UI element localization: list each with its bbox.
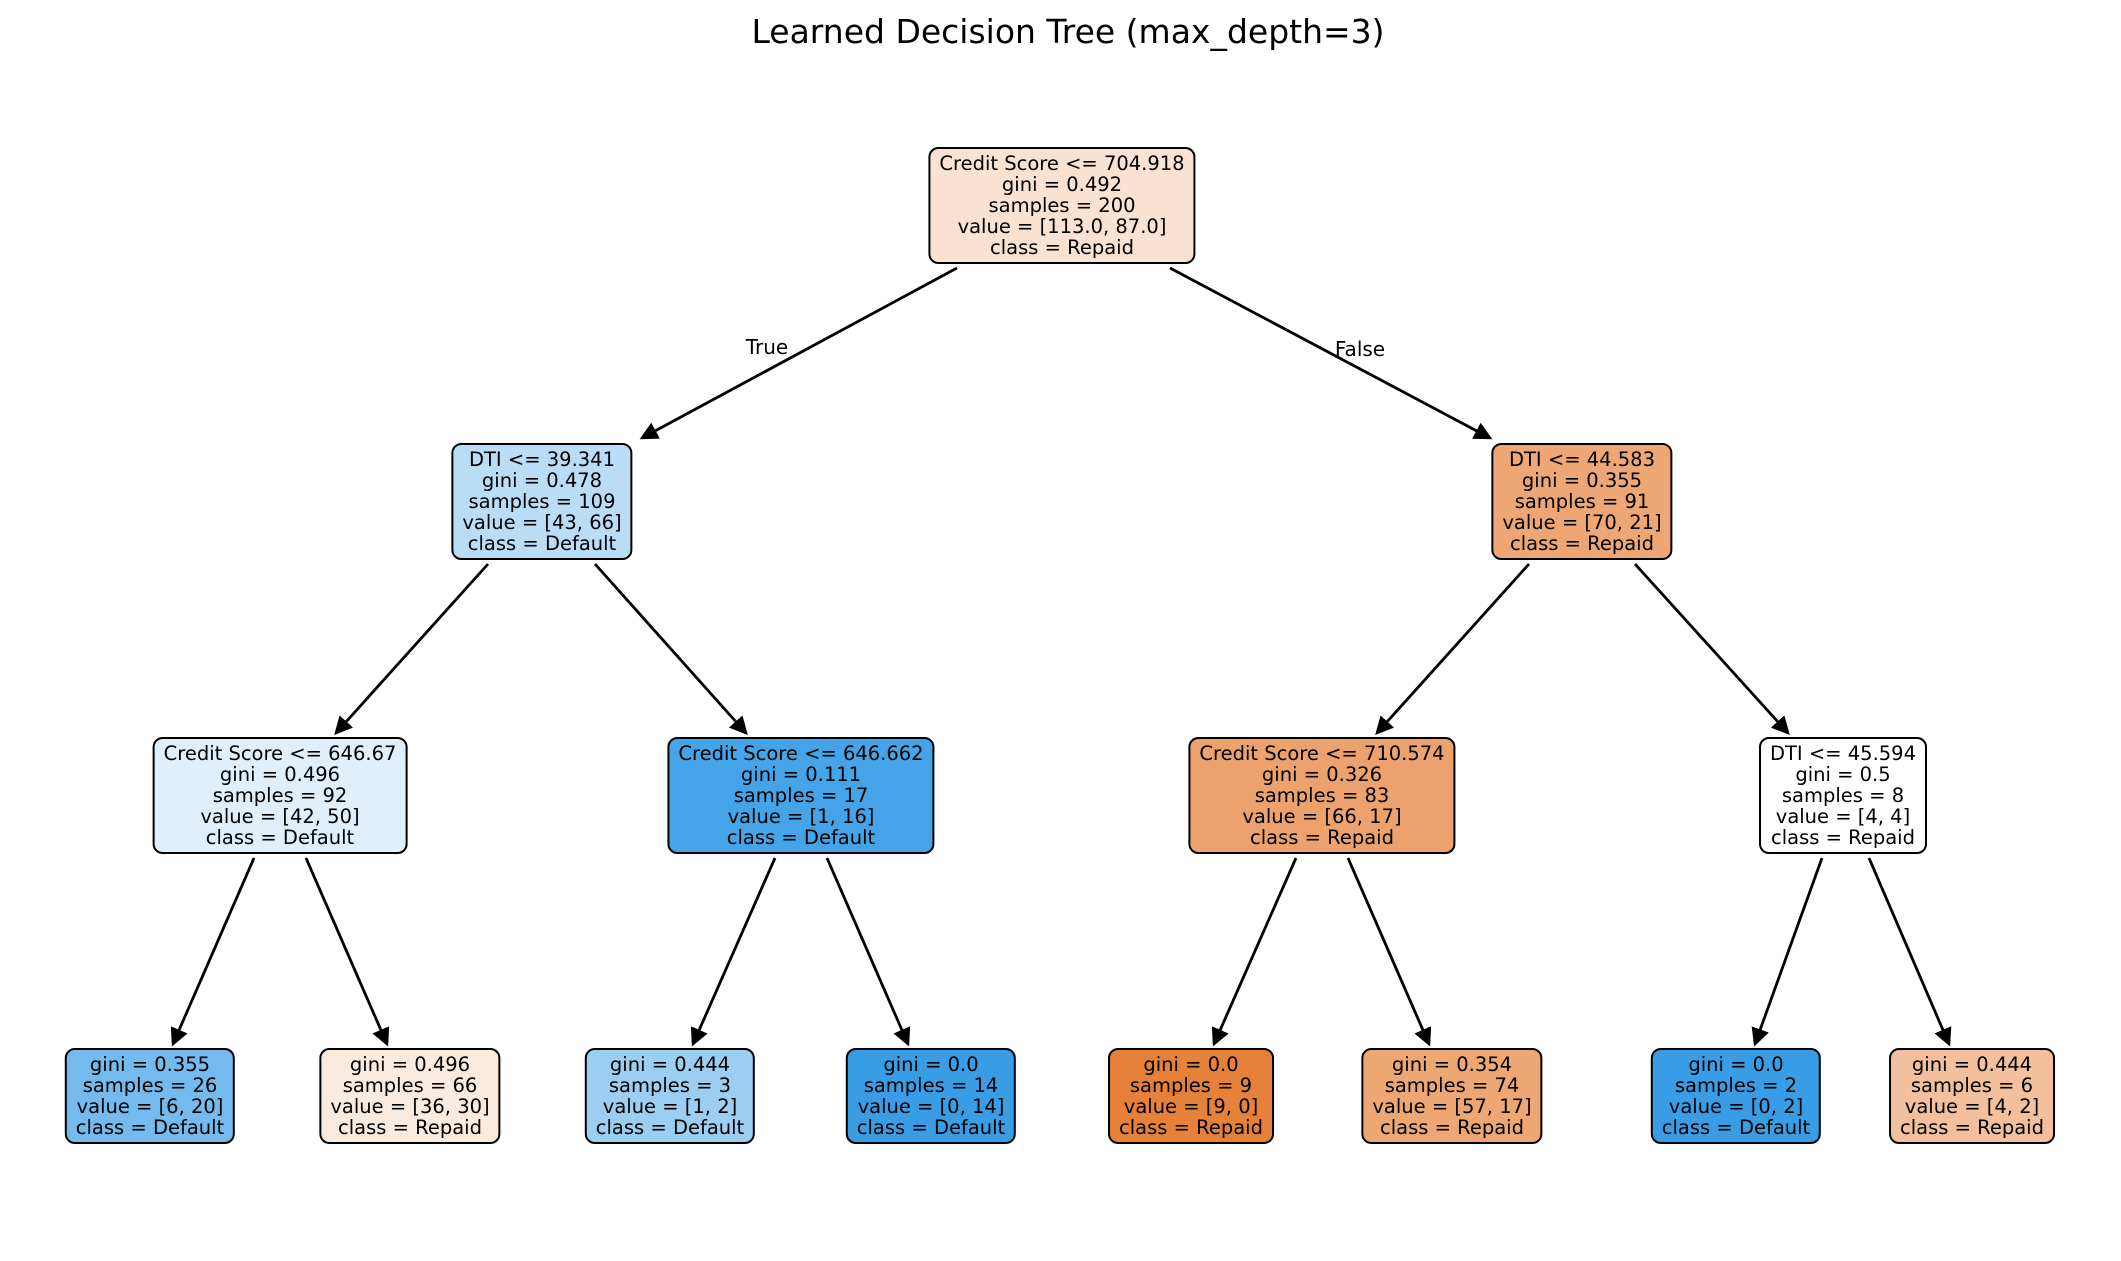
edge-LL-LLL [170,857,256,1047]
node-class: class = Default [595,1116,745,1139]
node-gini: gini = 0.444 [609,1053,731,1076]
node-samples: samples = 109 [468,490,616,513]
leaf-node-RLR: gini = 0.354 samples = 74 value = [57, 1… [1361,1048,1543,1144]
edge-RR-RRL [1751,857,1824,1047]
node-class: class = Repaid [338,1116,482,1139]
node-class: class = Repaid [990,236,1134,259]
edge-LR-LRL [690,857,777,1047]
node-value: value = [4, 2] [1904,1095,2040,1118]
node-samples: samples = 92 [212,784,348,807]
node-samples: samples = 200 [988,194,1136,217]
node-value: value = [66, 17] [1242,805,1402,828]
edge-RL-RLR [1346,857,1432,1047]
leaf-node-RRR: gini = 0.444 samples = 6 value = [4, 2] … [1889,1048,2055,1144]
node-gini: gini = 0.111 [740,763,862,786]
node-samples: samples = 26 [82,1074,218,1097]
node-gini: gini = 0.354 [1391,1053,1513,1076]
node-samples: samples = 66 [342,1074,478,1097]
node-samples: samples = 91 [1514,490,1650,513]
node-gini: gini = 0.496 [349,1053,471,1076]
node-samples: samples = 17 [733,784,869,807]
edge-RL-RLL [1211,857,1298,1047]
node-gini: gini = 0.496 [219,763,341,786]
node-samples: samples = 14 [863,1074,999,1097]
tree-node-root: Credit Score <= 704.918 gini = 0.492 sam… [928,147,1196,264]
node-value: value = [1, 16] [727,805,875,828]
edge-RR-RRR [1867,857,1952,1047]
leaf-node-RRL: gini = 0.0 samples = 2 value = [0, 2] cl… [1650,1048,1822,1144]
node-samples: samples = 83 [1254,784,1390,807]
node-value: value = [4, 4] [1775,805,1911,828]
edge-L-LL [334,563,490,736]
node-gini: gini = 0.0 [1143,1053,1239,1076]
edge-label-false: False [1334,337,1386,361]
node-value: value = [0, 14] [857,1095,1005,1118]
node-value: value = [57, 17] [1372,1095,1532,1118]
node-class: class = Default [467,532,617,555]
node-gini: gini = 0.355 [1521,469,1643,492]
edge-LL-LLR [304,857,390,1047]
node-samples: samples = 9 [1129,1074,1253,1097]
node-gini: gini = 0.5 [1795,763,1891,786]
tree-node-depth1-right: DTI <= 44.583 gini = 0.355 samples = 91 … [1491,443,1673,560]
node-class: class = Default [1661,1116,1811,1139]
edge-root-R [1169,266,1493,440]
node-samples: samples = 8 [1781,784,1905,807]
tree-node-depth2-RR: DTI <= 45.594 gini = 0.5 samples = 8 val… [1759,737,1927,854]
node-gini: gini = 0.478 [481,469,603,492]
node-value: value = [42, 50] [200,805,360,828]
leaf-node-LLR: gini = 0.496 samples = 66 value = [36, 3… [319,1048,501,1144]
node-value: value = [0, 2] [1668,1095,1804,1118]
node-split-condition: DTI <= 39.341 [469,448,615,471]
edge-LR-LRR [825,857,911,1047]
edge-R-RL [1375,563,1531,736]
node-gini: gini = 0.0 [883,1053,979,1076]
edge-R-RR [1633,563,1790,736]
figure-title: Learned Decision Tree (max_depth=3) [751,12,1385,51]
node-class: class = Default [726,826,876,849]
node-class: class = Repaid [1900,1116,2044,1139]
node-value: value = [43, 66] [462,511,622,534]
node-value: value = [36, 30] [330,1095,490,1118]
node-value: value = [6, 20] [76,1095,224,1118]
node-split-condition: Credit Score <= 710.574 [1199,742,1445,765]
node-class: class = Default [205,826,355,849]
edge-root-L [639,266,958,440]
leaf-node-LRL: gini = 0.444 samples = 3 value = [1, 2] … [584,1048,756,1144]
node-value: value = [70, 21] [1502,511,1662,534]
edge-label-true: True [745,335,789,359]
node-split-condition: Credit Score <= 646.67 [163,742,397,765]
leaf-node-LLL: gini = 0.355 samples = 26 value = [6, 20… [64,1048,236,1144]
node-samples: samples = 3 [608,1074,732,1097]
node-value: value = [9, 0] [1123,1095,1259,1118]
node-samples: samples = 74 [1384,1074,1520,1097]
leaf-node-LRR: gini = 0.0 samples = 14 value = [0, 14] … [845,1048,1017,1144]
node-class: class = Repaid [1380,1116,1524,1139]
node-gini: gini = 0.492 [1001,173,1123,196]
node-split-condition: DTI <= 44.583 [1509,448,1655,471]
node-value: value = [113.0, 87.0] [957,215,1167,238]
node-class: class = Repaid [1510,532,1654,555]
node-split-condition: Credit Score <= 646.662 [678,742,924,765]
node-gini: gini = 0.0 [1688,1053,1784,1076]
node-split-condition: DTI <= 45.594 [1770,742,1916,765]
node-class: class = Repaid [1250,826,1394,849]
leaf-node-RLL: gini = 0.0 samples = 9 value = [9, 0] cl… [1108,1048,1274,1144]
tree-node-depth2-LR: Credit Score <= 646.662 gini = 0.111 sam… [667,737,935,854]
node-samples: samples = 2 [1674,1074,1798,1097]
tree-node-depth2-RL: Credit Score <= 710.574 gini = 0.326 sam… [1188,737,1456,854]
node-samples: samples = 6 [1910,1074,2034,1097]
node-gini: gini = 0.444 [1911,1053,2033,1076]
node-gini: gini = 0.355 [89,1053,211,1076]
node-class: class = Default [75,1116,225,1139]
node-class: class = Default [856,1116,1006,1139]
tree-node-depth1-left: DTI <= 39.341 gini = 0.478 samples = 109… [451,443,633,560]
node-class: class = Repaid [1119,1116,1263,1139]
tree-node-depth2-LL: Credit Score <= 646.67 gini = 0.496 samp… [152,737,408,854]
node-gini: gini = 0.326 [1261,763,1383,786]
node-split-condition: Credit Score <= 704.918 [939,152,1185,175]
node-class: class = Repaid [1771,826,1915,849]
node-value: value = [1, 2] [602,1095,738,1118]
edge-L-LR [593,563,748,736]
